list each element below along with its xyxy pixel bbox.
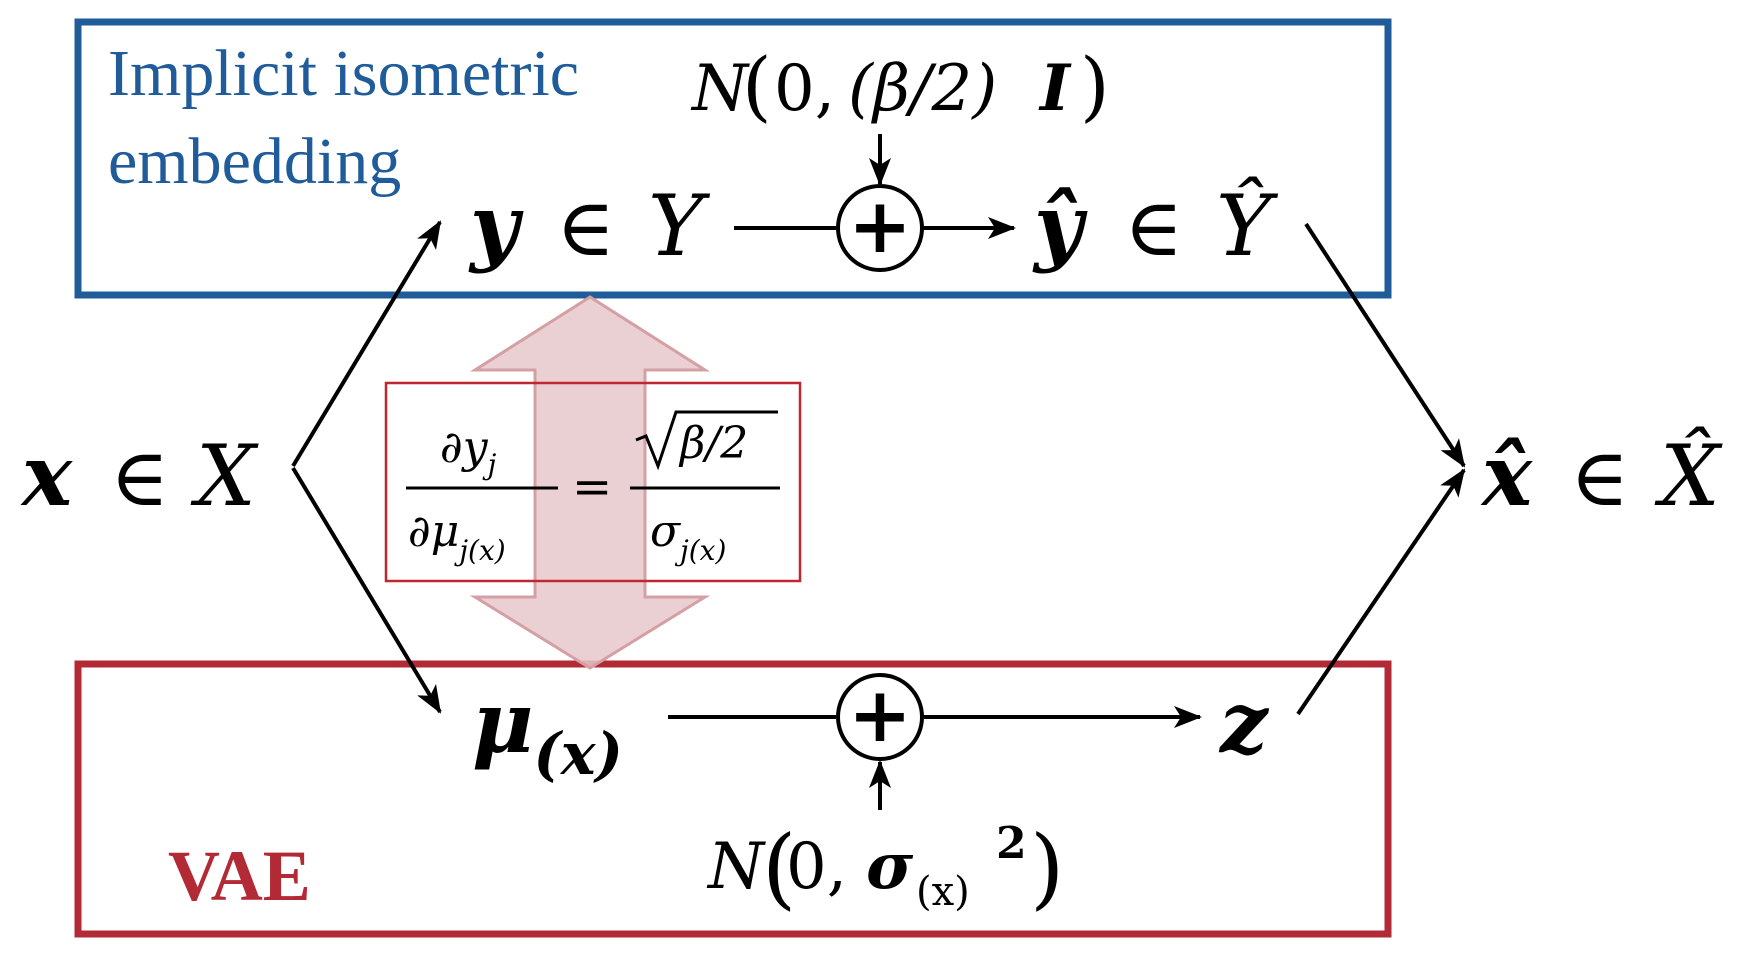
node-input-x: x ∈ X (20, 426, 259, 525)
svg-text:(β/2): (β/2) (848, 52, 997, 126)
jacobian-formula-box (384, 381, 802, 583)
noise-label-bottom: N ( 0, σ (x) 2 ) (706, 816, 1064, 919)
node-reconstruction-x-hat: x̂ ∈ X̂ (1480, 426, 1723, 525)
formula-right-denominator: σj(x) (650, 506, 726, 567)
svg-text:0,: 0, (786, 830, 847, 904)
svg-text:+: + (848, 181, 912, 270)
formula-left-numerator: ∂yj (440, 422, 497, 481)
implicit-embedding-title-line2: embedding (108, 125, 401, 198)
svg-text:): ) (1080, 41, 1110, 130)
formula-left-denominator: ∂μj(x) (408, 506, 506, 567)
node-noisy-y-hat: ŷ ∈ Ŷ (1032, 176, 1279, 275)
svg-text:∈: ∈ (1570, 431, 1629, 524)
svg-text:Ŷ: Ŷ (1216, 176, 1279, 275)
svg-text:(x): (x) (916, 869, 970, 915)
jacobian-formula: ∂yj ∂μj(x) = β/2 σj(x) (406, 410, 780, 567)
formula-right-numerator: β/2 (678, 418, 748, 469)
noise-label-top: N ( 0, (β/2) I ) (690, 41, 1110, 130)
node-mean-mu: μ(x) (472, 673, 623, 788)
node-latent-y: y ∈ Y (468, 176, 711, 275)
formula-sqrt-sign (635, 410, 778, 471)
svg-text:Y: Y (648, 177, 711, 275)
svg-text:y: y (468, 176, 524, 275)
svg-text:ŷ: ŷ (1032, 176, 1088, 275)
svg-text:+: + (848, 670, 912, 759)
svg-text:μ(x): μ(x) (472, 673, 623, 788)
svg-text:(: ( (762, 816, 796, 919)
svg-text:z: z (1218, 673, 1270, 772)
adder-bottom: + (836, 670, 924, 761)
implicit-embedding-box (74, 18, 1392, 299)
svg-text:): ) (1030, 816, 1064, 919)
svg-text:I: I (1038, 51, 1072, 126)
svg-text:∈: ∈ (1124, 181, 1183, 274)
svg-text:x̂: x̂ (1480, 426, 1533, 525)
implicit-embedding-title-line1: Implicit isometric (108, 37, 579, 110)
svg-text:N: N (706, 830, 766, 904)
formula-equals-sign: = (572, 459, 612, 515)
svg-text:σ: σ (866, 829, 914, 904)
arrow-x-to-mu (291, 466, 442, 714)
vae-title: VAE (168, 836, 311, 916)
svg-text:X̂: X̂ (1654, 427, 1723, 525)
svg-text:(: ( (742, 41, 772, 130)
arrow-y-hat-to-x-hat (1304, 222, 1466, 468)
node-latent-z: z (1218, 673, 1270, 772)
svg-text:2: 2 (996, 818, 1027, 869)
svg-text:x: x (20, 426, 73, 525)
vae-box (74, 660, 1392, 938)
svg-text:0,: 0, (774, 52, 835, 126)
arrow-z-to-x-hat (1296, 468, 1466, 716)
arrow-x-to-y (291, 220, 442, 468)
svg-text:X: X (190, 427, 259, 525)
correspondence-double-arrow (469, 295, 711, 670)
svg-text:N: N (690, 52, 750, 126)
svg-text:∈: ∈ (556, 181, 615, 274)
adder-top: + (836, 181, 924, 272)
svg-text:∈: ∈ (110, 431, 169, 524)
